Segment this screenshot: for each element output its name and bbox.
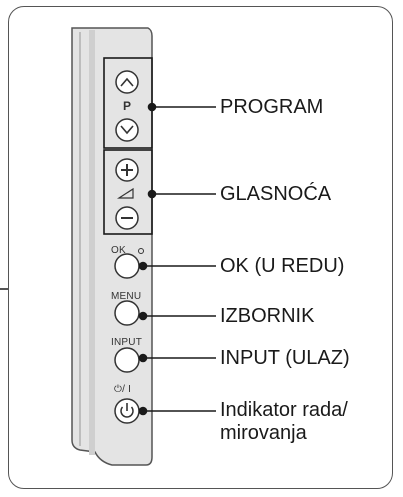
- power-label-line1: Indikator rada/: [220, 399, 348, 421]
- ok-label: OK (U REDU): [220, 255, 345, 277]
- power-icon[interactable]: [114, 398, 140, 424]
- ok-panel-label: OK: [111, 245, 126, 256]
- diagram-frame: [8, 6, 393, 489]
- ok-indicator-dot: [138, 248, 144, 254]
- frame-side-mark: [0, 288, 9, 290]
- power-label: Indikator rada/ mirovanja: [220, 399, 348, 445]
- power-panel-label: ⏻/ I: [114, 384, 132, 395]
- input-panel-label: INPUT: [111, 337, 142, 348]
- power-label-line2: mirovanja: [220, 422, 307, 444]
- chevron-down-icon[interactable]: [115, 118, 139, 142]
- chevron-up-icon[interactable]: [115, 70, 139, 94]
- volume-icon: [116, 187, 134, 199]
- menu-panel-label: MENU: [111, 291, 142, 302]
- input-label: INPUT (ULAZ): [220, 347, 350, 369]
- menu-button[interactable]: [114, 300, 140, 326]
- program-label: PROGRAM: [220, 96, 324, 118]
- minus-icon[interactable]: [115, 206, 139, 230]
- input-button[interactable]: [114, 347, 140, 373]
- menu-label: IZBORNIK: [220, 305, 315, 327]
- program-p-label: P: [123, 99, 132, 113]
- volume-label: GLASNOĆA: [220, 183, 332, 205]
- plus-icon[interactable]: [115, 158, 139, 182]
- ok-button[interactable]: [114, 253, 140, 279]
